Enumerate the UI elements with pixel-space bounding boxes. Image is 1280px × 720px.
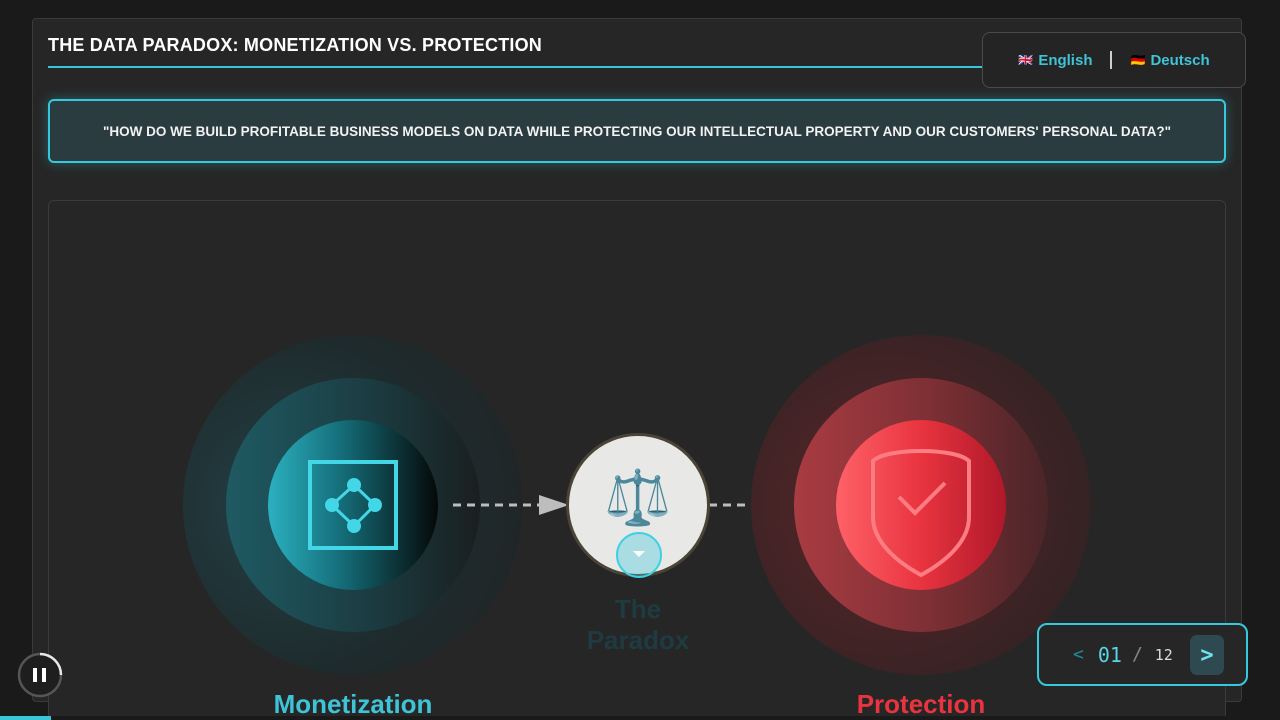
paradox-label: The Paradox xyxy=(586,594,690,655)
next-slide-button[interactable]: > xyxy=(1190,635,1224,675)
lang-deutsch-label: Deutsch xyxy=(1150,51,1210,69)
lang-deutsch[interactable]: 🇩🇪 Deutsch xyxy=(1130,52,1209,69)
scales-icon: ⚖️ xyxy=(604,468,672,528)
language-switcher: 🇬🇧 English 🇩🇪 Deutsch xyxy=(982,32,1246,88)
network-box-icon xyxy=(308,460,398,550)
lang-english-label: English xyxy=(1038,51,1093,69)
play-pause-button[interactable] xyxy=(17,652,63,698)
shield-check-icon xyxy=(871,448,971,578)
slide-progress-bar xyxy=(0,716,1280,720)
uk-flag-icon: 🇬🇧 xyxy=(1018,53,1034,67)
pager-separator: / xyxy=(1131,644,1143,665)
diagram-stage: ⚖️ The Paradox Monetization Protection xyxy=(48,200,1226,720)
total-slides: 12 xyxy=(1154,645,1173,664)
arrow-left-to-center xyxy=(453,495,569,515)
current-slide-number: 01 xyxy=(1097,642,1122,667)
lang-divider xyxy=(1110,51,1113,69)
protection-label: Protection xyxy=(856,689,986,719)
page-title: THE DATA PARADOX: MONETIZATION VS. PROTE… xyxy=(48,35,542,55)
lang-english[interactable]: 🇬🇧 English xyxy=(1018,52,1092,69)
slide-progress-fill xyxy=(0,716,52,720)
monetization-label: Monetization xyxy=(273,689,433,719)
chevron-down-icon xyxy=(633,551,645,557)
question-text: "HOW DO WE BUILD PROFITABLE BUSINESS MOD… xyxy=(102,123,1172,139)
prev-slide-button[interactable]: < xyxy=(1073,644,1084,665)
slide-pager: < 01 / 12 > xyxy=(1037,623,1248,686)
de-flag-icon: 🇩🇪 xyxy=(1130,53,1146,67)
monetization-core[interactable] xyxy=(268,420,438,590)
title-underline xyxy=(48,66,1226,68)
question-banner: "HOW DO WE BUILD PROFITABLE BUSINESS MOD… xyxy=(48,99,1226,163)
pause-icon xyxy=(33,668,46,682)
center-toggle-button[interactable] xyxy=(616,532,662,578)
